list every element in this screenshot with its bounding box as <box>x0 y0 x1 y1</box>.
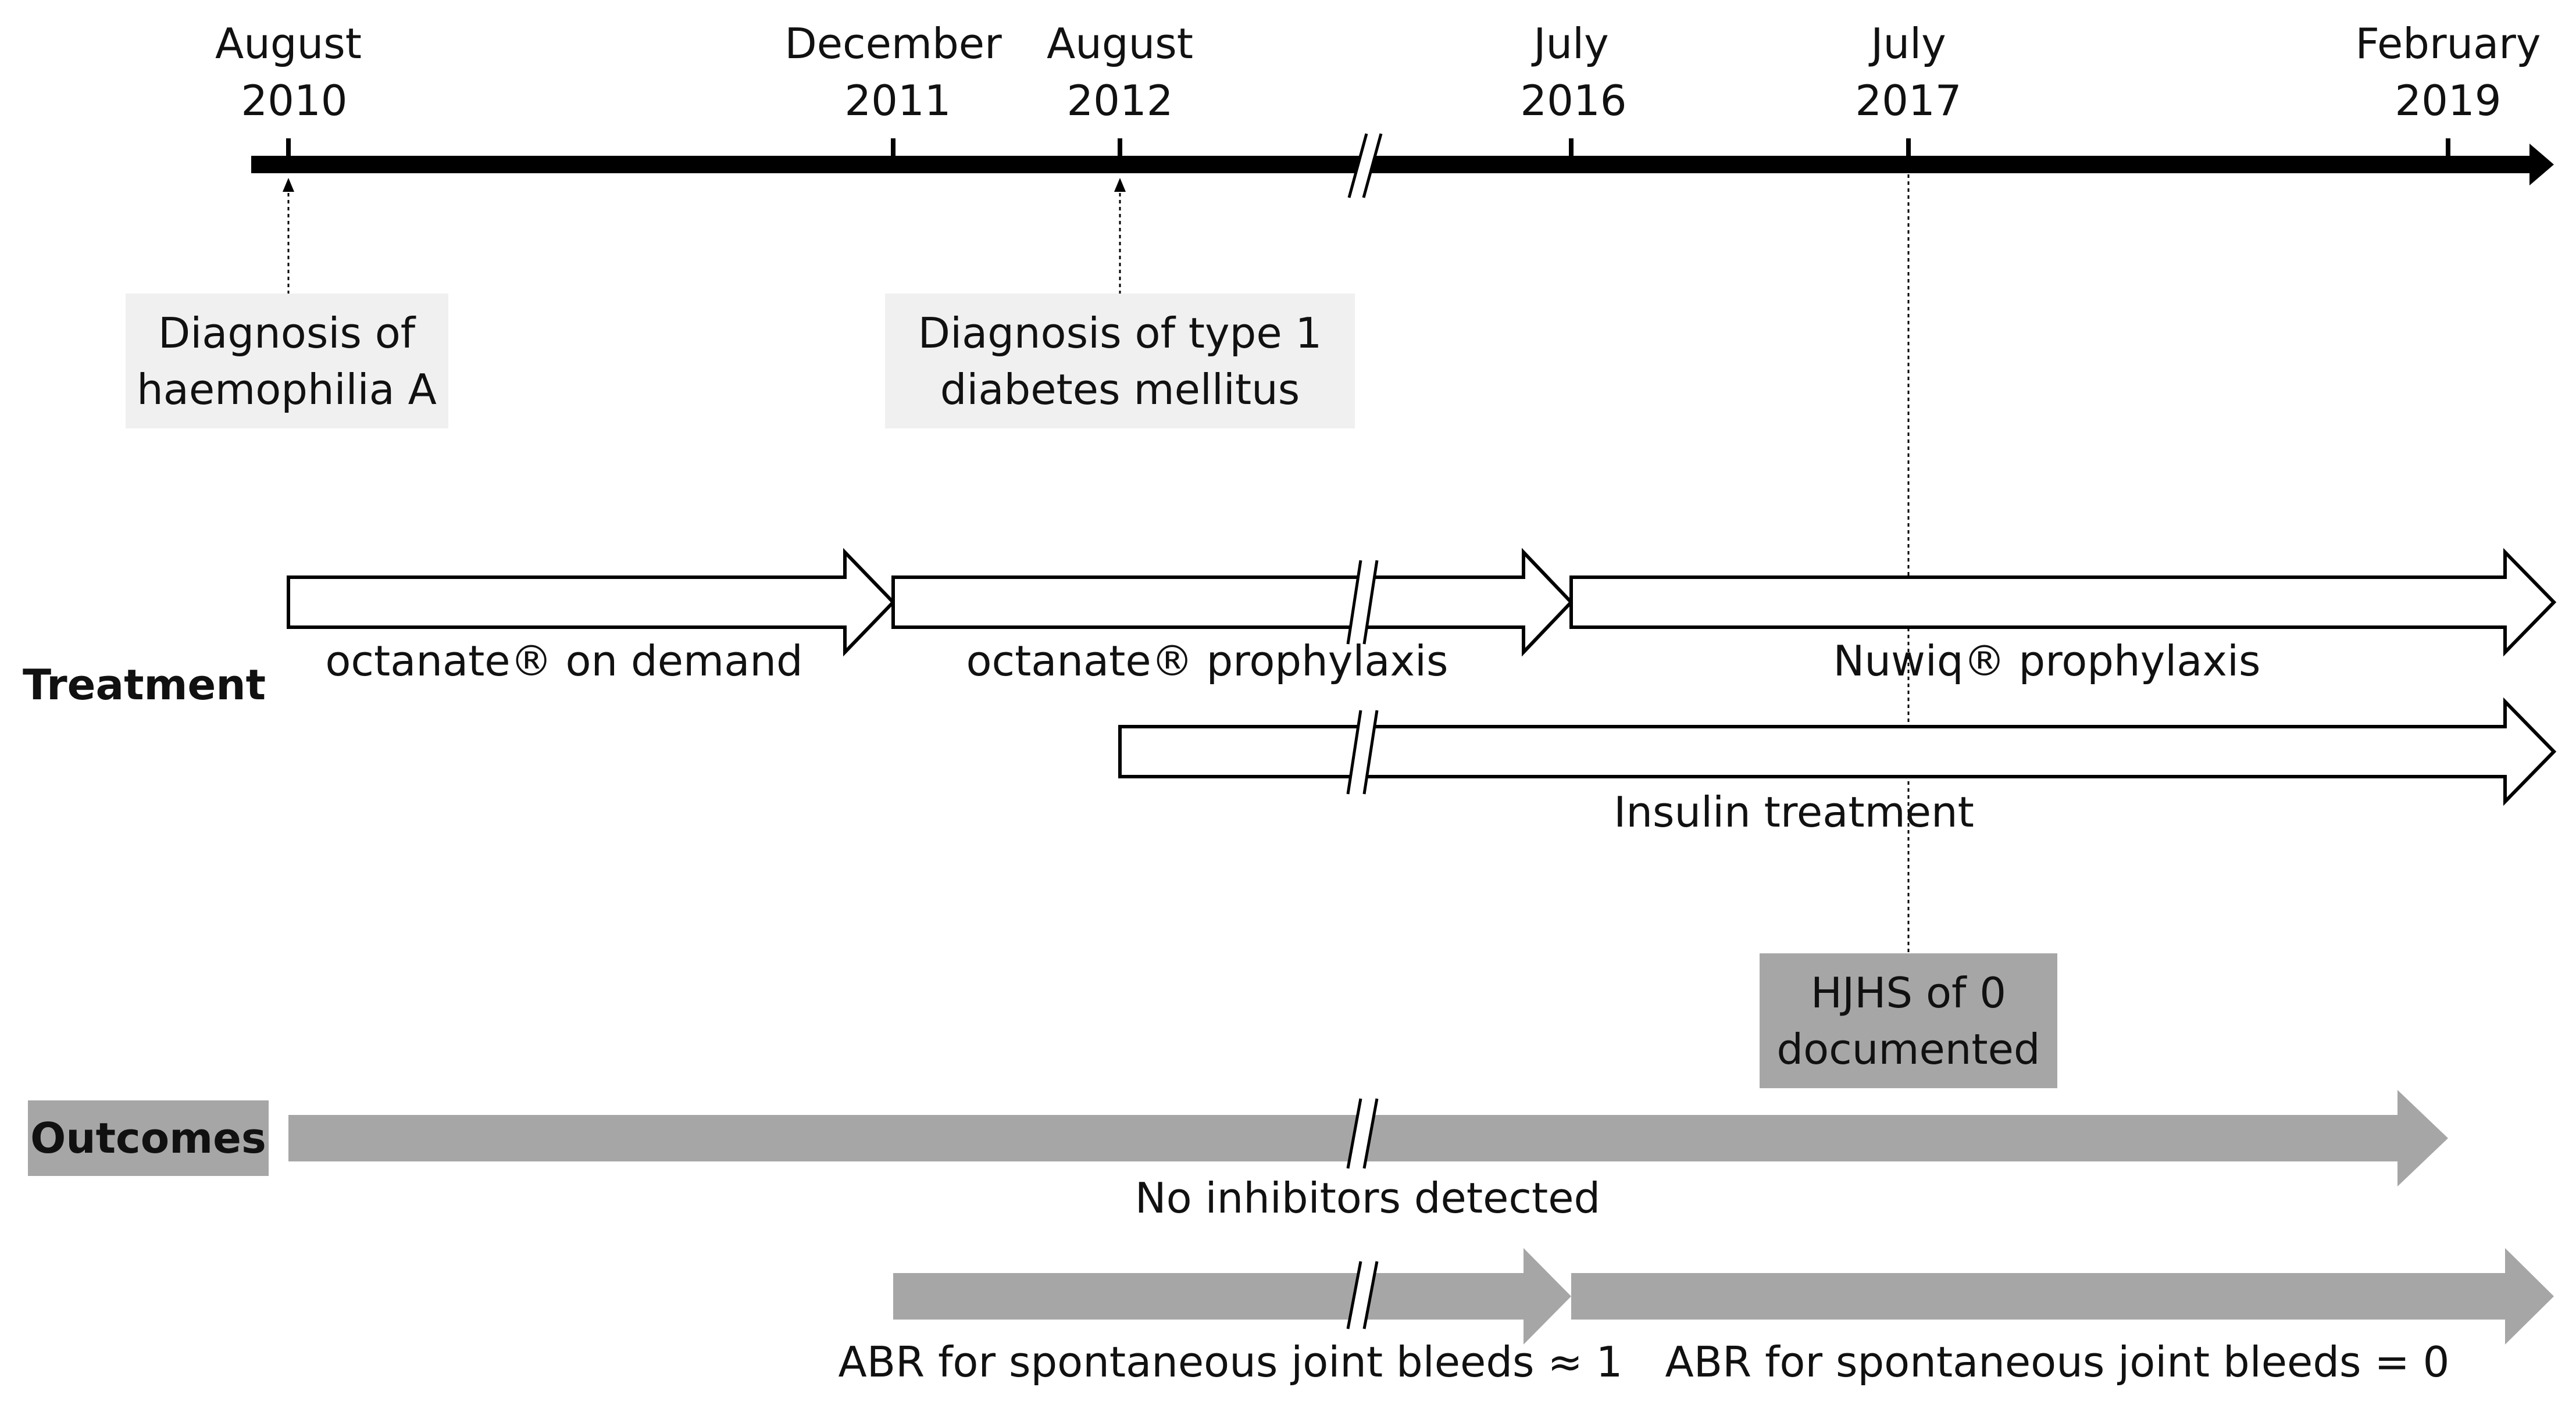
arrow-abr-after <box>1571 1248 2554 1345</box>
date-year-2017: 2017 <box>1855 76 1961 125</box>
event-haemophilia-line2: haemophilia A <box>137 365 437 414</box>
break-gap-insulin <box>1348 710 1377 794</box>
break-mark-abr-left <box>1346 1261 1362 1329</box>
event-hjhs: HJHS of 0 documented <box>1760 953 2057 1088</box>
date-year-2011: 2011 <box>844 76 951 125</box>
event-haemophilia-diagnosis: Diagnosis of haemophilia A <box>126 294 448 428</box>
label-abr-after: ABR for spontaneous joint bleeds = 0 <box>1665 1338 2450 1386</box>
arrow-abr-before <box>893 1248 1571 1345</box>
break-mark-octanate-right <box>1362 560 1379 645</box>
arrowhead-diabetes <box>1114 178 1126 192</box>
event-haemophilia-box <box>126 294 448 428</box>
arrowhead-haemophilia <box>283 178 294 192</box>
time-axis <box>251 133 2554 198</box>
outcome-axis-breaks <box>1346 1098 1379 1329</box>
event-hjhs-line2: documented <box>1776 1025 2040 1074</box>
event-diabetes-diagnosis: Diagnosis of type 1 diabetes mellitus <box>885 294 1355 428</box>
break-mark-no-inhibitors-right <box>1362 1098 1379 1169</box>
axis-break-gap <box>1349 134 1381 198</box>
treatment-axis-breaks <box>1346 560 1379 795</box>
date-year-2012: 2012 <box>1066 76 1173 125</box>
outcomes-heading-group: Outcomes <box>28 1100 269 1176</box>
date-year-2019: 2019 <box>2395 76 2501 125</box>
arrow-nuwiq-prophylaxis <box>1569 548 2557 657</box>
break-mark-abr-right <box>1362 1261 1379 1329</box>
break-mark-octanate-left <box>1346 560 1362 645</box>
treatment-heading: Treatment <box>23 660 266 709</box>
break-mark-insulin-left <box>1346 710 1362 795</box>
outcomes-heading-box <box>28 1100 269 1176</box>
event-diabetes-box <box>885 294 1355 428</box>
event-hjhs-line1: HJHS of 0 <box>1811 968 2006 1017</box>
date-month-dec-2011: December <box>784 19 1002 68</box>
date-year-2016: 2016 <box>1520 76 1626 125</box>
event-diabetes-line1: Diagnosis of type 1 <box>918 309 1322 357</box>
event-diabetes-line2: diabetes mellitus <box>940 365 1300 414</box>
break-mark-no-inhibitors-left <box>1346 1098 1362 1169</box>
label-no-inhibitors: No inhibitors detected <box>1135 1174 1600 1222</box>
time-axis-bar <box>251 156 2535 173</box>
break-gap-no-inhibitors <box>1348 1099 1377 1168</box>
outcomes-heading: Outcomes <box>30 1114 266 1163</box>
date-month-feb-2019: February <box>2355 19 2541 68</box>
label-octanate-on-demand: octanate® on demand <box>325 637 802 685</box>
date-month-aug-2010: August <box>215 19 362 68</box>
event-hjhs-box <box>1760 953 2057 1088</box>
label-octanate-prophylaxis: octanate® prophylaxis <box>966 637 1448 685</box>
label-abr-before: ABR for spontaneous joint bleeds ≈ 1 <box>839 1338 1623 1386</box>
arrow-octanate-on-demand <box>287 548 896 657</box>
axis-break-mark-right <box>1362 133 1383 198</box>
date-year-2010: 2010 <box>241 76 347 125</box>
break-mark-insulin-right <box>1362 710 1379 795</box>
arrow-insulin-treatment <box>1118 697 2557 806</box>
axis-break-mark-left <box>1347 133 1368 198</box>
label-insulin-treatment: Insulin treatment <box>1614 788 1974 836</box>
break-gap-abr <box>1348 1261 1377 1329</box>
date-month-aug-2012: August <box>1047 19 1193 68</box>
time-axis-arrowhead <box>2529 144 2554 185</box>
date-month-jul-2017: July <box>1868 19 1946 68</box>
date-month-jul-2016: July <box>1531 19 1608 68</box>
label-nuwiq-prophylaxis: Nuwiq® prophylaxis <box>1833 637 2261 685</box>
arrow-octanate-prophylaxis <box>891 548 1574 657</box>
break-gap-octanate <box>1348 560 1377 644</box>
event-haemophilia-line1: Diagnosis of <box>158 309 416 357</box>
